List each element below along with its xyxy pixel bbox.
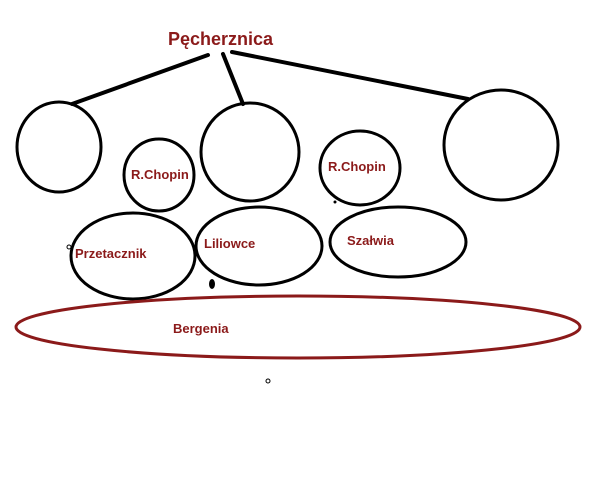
connector-left [70, 53, 210, 106]
ellipse-szalwia [328, 205, 468, 279]
ellipse-liliowce [194, 205, 324, 287]
circle-empty-right [442, 88, 560, 202]
ellipse-bergenia [14, 294, 582, 360]
label-chopin-left: R.Chopin [131, 167, 189, 182]
ellipse-przetacznik [69, 211, 197, 301]
label-chopin-right: R.Chopin [328, 159, 386, 174]
circle-chopin-right [318, 129, 402, 207]
label-przetacznik: Przetacznik [75, 246, 147, 261]
title-pecherznica: Pęcherznica [168, 29, 274, 49]
circle-chopin-left [122, 137, 196, 213]
label-bergenia: Bergenia [173, 321, 229, 336]
connector-right [230, 50, 470, 101]
stray-blob [209, 279, 215, 289]
stray-dot-left [66, 244, 72, 250]
circle-empty-left [15, 100, 103, 194]
label-liliowce: Liliowce [204, 236, 255, 251]
circle-empty-middle [199, 101, 301, 203]
stray-dot-bottom [265, 378, 271, 384]
label-szalwia: Szałwia [347, 233, 395, 248]
stray-dot-mid [333, 200, 337, 204]
connector-middle [221, 52, 245, 106]
